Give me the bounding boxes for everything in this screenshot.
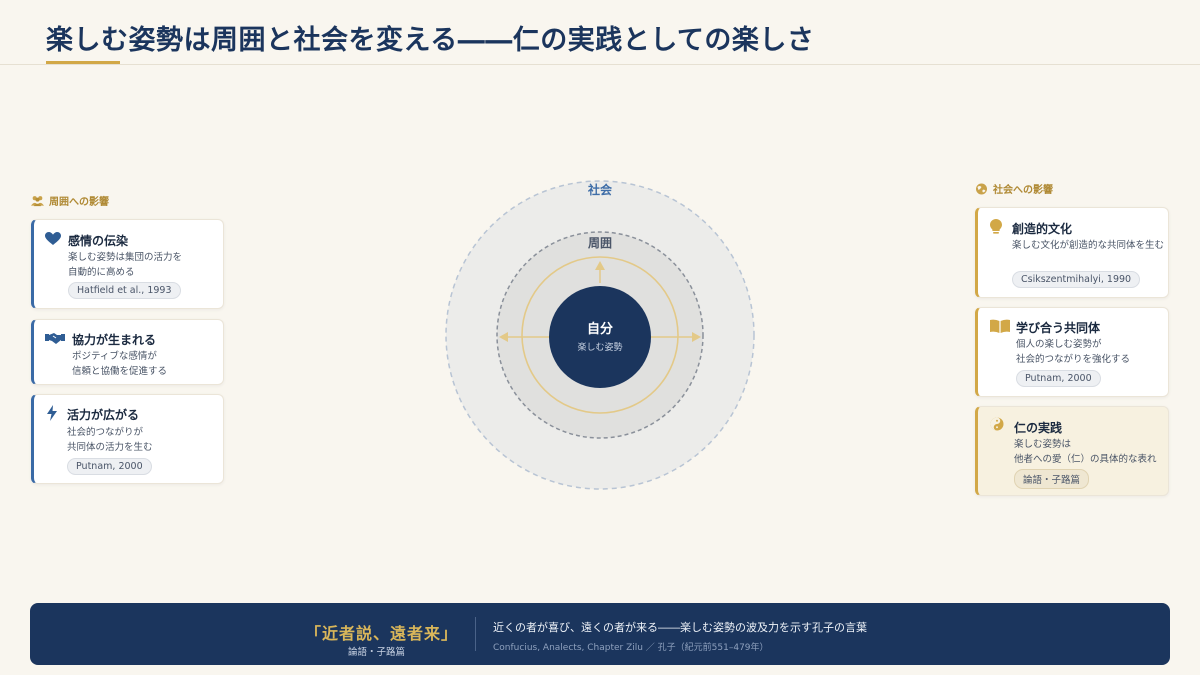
arrow-up-icon <box>595 261 605 270</box>
footer-text: 近くの者が喜び、遠くの者が来る――楽しむ姿勢の波及力を示す孔子の言葉 <box>493 621 867 634</box>
outer-label: 社会 <box>587 183 612 197</box>
right-heading: 社会への影響 <box>975 181 1053 196</box>
card-practice-of-jin: 仁の実践 楽しむ姿勢は 他者への愛（仁）の具体的な表れ 論語・子路篇 <box>975 406 1169 496</box>
yin-yang-icon <box>990 417 1004 431</box>
citation-badge: 論語・子路篇 <box>1014 469 1090 489</box>
card-desc: 楽しむ文化が創造的な共同体を生む <box>1012 240 1165 251</box>
center-sublabel: 楽しむ姿勢 <box>577 343 623 353</box>
footer-divider <box>475 617 476 651</box>
card-title: 協力が生まれる <box>72 333 157 347</box>
card-title: 創造的文化 <box>1012 222 1073 236</box>
card-cooperation: 協力が生まれる ポジティブな感情が 信頼と協働を促進する <box>31 319 224 385</box>
ripple-ring <box>521 256 679 414</box>
left-heading: 周囲への影響 <box>31 193 109 208</box>
lightbulb-icon <box>990 219 1002 234</box>
center-circle-self <box>549 286 651 388</box>
citation-badge: Putnam, 2000 <box>67 458 152 475</box>
concentric-diagram <box>445 180 755 490</box>
arrow-left-icon <box>499 332 508 342</box>
footer-subtext: Confucius, Analects, Chapter Zilu ／ 孔子（紀… <box>493 643 769 653</box>
citation-badge: Hatfield et al., 1993 <box>68 282 181 299</box>
card-creative-culture: 創造的文化 楽しむ文化が創造的な共同体を生む Csikszentmihalyi,… <box>975 207 1169 298</box>
book-icon <box>990 319 1010 333</box>
card-title: 学び合う共同体 <box>1016 321 1101 335</box>
card-desc: 個人の楽しむ姿勢が 社会的つながりを強化する <box>1016 339 1131 365</box>
card-desc: 楽しむ姿勢は 他者への愛（仁）の具体的な表れ <box>1014 439 1157 465</box>
card-title: 活力が広がる <box>67 408 140 422</box>
heart-icon <box>45 232 61 245</box>
card-desc: ポジティブな感情が 信頼と協働を促進する <box>72 351 168 377</box>
page-title: 楽しむ姿勢は周囲と社会を変える――仁の実践としての楽しさ <box>46 25 815 56</box>
header: 楽しむ姿勢は周囲と社会を変える――仁の実践としての楽しさ <box>0 0 1200 65</box>
arrow-right-icon <box>692 332 701 342</box>
title-underline <box>46 61 120 64</box>
card-title: 仁の実践 <box>1014 421 1063 435</box>
middle-label: 周囲 <box>587 236 612 250</box>
people-icon <box>31 195 44 206</box>
card-desc: 楽しむ姿勢は集団の活力を 自動的に高める <box>68 252 183 278</box>
bolt-icon <box>47 405 57 421</box>
citation-badge: Csikszentmihalyi, 1990 <box>1012 271 1141 288</box>
card-emotional-contagion: 感情の伝染 楽しむ姿勢は集団の活力を 自動的に高める Hatfield et a… <box>31 219 224 309</box>
handshake-icon <box>45 333 65 344</box>
card-title: 感情の伝染 <box>68 234 129 248</box>
footer-quote-source: 論語・子路篇 <box>348 647 406 658</box>
citation-badge: Putnam, 2000 <box>1016 370 1101 387</box>
footer-quote-banner: 「近者説、遠者来」 論語・子路篇 近くの者が喜び、遠くの者が来る――楽しむ姿勢の… <box>30 603 1170 665</box>
card-desc: 社会的つながりが 共同体の活力を生む <box>67 427 153 453</box>
globe-icon <box>976 183 987 194</box>
center-label: 自分 <box>586 322 613 337</box>
card-vitality: 活力が広がる 社会的つながりが 共同体の活力を生む Putnam, 2000 <box>31 394 224 484</box>
card-learning-community: 学び合う共同体 個人の楽しむ姿勢が 社会的つながりを強化する Putnam, 2… <box>975 307 1169 397</box>
footer-quote: 「近者説、遠者来」 <box>305 624 459 643</box>
